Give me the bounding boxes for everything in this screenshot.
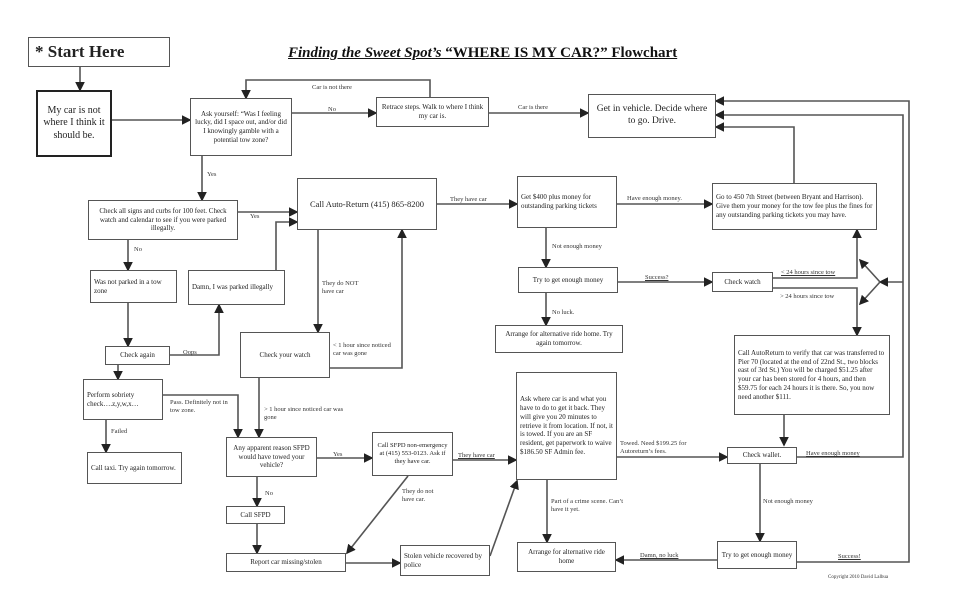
node-call-sfpd: Call SFPD bbox=[226, 506, 285, 524]
node-get-in-vehicle: Get in vehicle. Decide where to go. Driv… bbox=[588, 94, 716, 138]
edge-label: Have enough money. bbox=[627, 195, 682, 202]
edge-label: Car is there bbox=[518, 104, 548, 111]
edge-label: Success! bbox=[838, 553, 861, 560]
edge-label: They have car bbox=[450, 196, 487, 203]
edge-label: < 24 hours since tow bbox=[781, 269, 836, 276]
node-call-taxi: Call taxi. Try again tomorrow. bbox=[87, 452, 182, 484]
edge-label: They do NOT have car bbox=[322, 280, 359, 295]
node-try-get-money-1: Try to get enough money bbox=[518, 267, 618, 293]
node-call-autoreturn-pier70: Call AutoReturn to verify that car was t… bbox=[734, 335, 890, 415]
edge-label: No bbox=[265, 490, 273, 497]
node-call-sfpd-non-emergency: Call SFPD non-emergency at (415) 553-012… bbox=[372, 432, 453, 476]
node-arrange-ride-2: Arrange for alternative ride home bbox=[517, 542, 616, 572]
edge-label: Not enough money bbox=[763, 498, 813, 505]
edge-label: > 1 hour since noticed car was gone bbox=[264, 406, 344, 421]
node-retrace-steps: Retrace steps. Walk to where I think my … bbox=[376, 97, 489, 127]
start-here-box: * Start Here bbox=[28, 37, 170, 67]
node-check-signs: Check all signs and curbs for 100 feet. … bbox=[88, 200, 238, 240]
edge-label: Yes bbox=[333, 451, 343, 458]
node-sobriety-check: Perform sobriety check….z,y,w,x… bbox=[83, 379, 163, 420]
node-get-400: Get $400 plus money for outstanding park… bbox=[517, 176, 617, 228]
page-title: Finding the Sweet Spot’s “WHERE IS MY CA… bbox=[288, 45, 677, 62]
edge-label: Damn, no luck bbox=[640, 552, 679, 559]
node-car-not-where: My car is not where I think it should be… bbox=[36, 90, 112, 157]
node-try-get-money-2: Try to get enough money bbox=[717, 541, 797, 569]
edge-label: > 24 hours since tow bbox=[780, 293, 835, 300]
node-was-not-parked: Was not parked in a tow zone bbox=[90, 270, 177, 303]
node-any-apparent-reason: Any apparent reason SFPD would have towe… bbox=[226, 437, 317, 477]
edge-label: Not enough money bbox=[552, 243, 602, 250]
edge-label: Car is not there bbox=[312, 84, 352, 91]
copyright: Copyright 2010 David Lalbua bbox=[828, 575, 889, 580]
edge-label: Towed. Need $199.25 for Autoreturn’s fee… bbox=[620, 440, 687, 455]
edge-label: Failed bbox=[111, 428, 128, 435]
edge-label: No luck. bbox=[552, 309, 575, 316]
edge-label: No bbox=[328, 106, 336, 113]
node-ask-where-car: Ask where car is and what you have to do… bbox=[516, 372, 617, 480]
edge-label: They do not have car. bbox=[402, 488, 434, 503]
edge-label: Success? bbox=[645, 274, 669, 281]
node-check-your-watch: Check your watch bbox=[240, 332, 330, 378]
node-go-450-7th: Go to 450 7th Street (between Bryant and… bbox=[712, 183, 877, 230]
edge-label: No bbox=[134, 246, 142, 253]
edge-label: Part of a crime scene. Can’t have it yet… bbox=[551, 498, 624, 513]
edge-label: Have enough money bbox=[806, 450, 860, 457]
edge-label: Pass. Definitely not in tow zone. bbox=[170, 399, 228, 414]
edge-label: They have car bbox=[458, 452, 495, 459]
node-arrange-ride-1: Arrange for alternative ride home. Try a… bbox=[495, 325, 623, 353]
node-check-wallet: Check wallet. bbox=[727, 447, 797, 464]
title-main: “WHERE IS MY CAR?” Flowchart bbox=[441, 45, 678, 61]
edge-label: Oops bbox=[183, 349, 197, 356]
title-italic: Finding the Sweet Spot’s bbox=[288, 45, 442, 61]
node-stolen-recovered: Stolen vehicle recovered by police bbox=[400, 545, 490, 576]
node-damn-parked-illegally: Damn, I was parked illegally bbox=[188, 270, 285, 305]
edge-label: Yes bbox=[207, 171, 217, 178]
node-report-missing: Report car missing/stolen bbox=[226, 553, 346, 572]
edge-label: Yes bbox=[250, 213, 260, 220]
node-ask-yourself: Ask yourself: “Was I feeling lucky, did … bbox=[190, 98, 292, 156]
node-call-auto-return: Call Auto-Return (415) 865-8200 bbox=[297, 178, 437, 230]
edge-label: < 1 hour since noticed car was gone bbox=[333, 342, 391, 357]
node-check-watch-2: Check watch bbox=[712, 272, 773, 292]
node-check-again: Check again bbox=[105, 346, 170, 365]
